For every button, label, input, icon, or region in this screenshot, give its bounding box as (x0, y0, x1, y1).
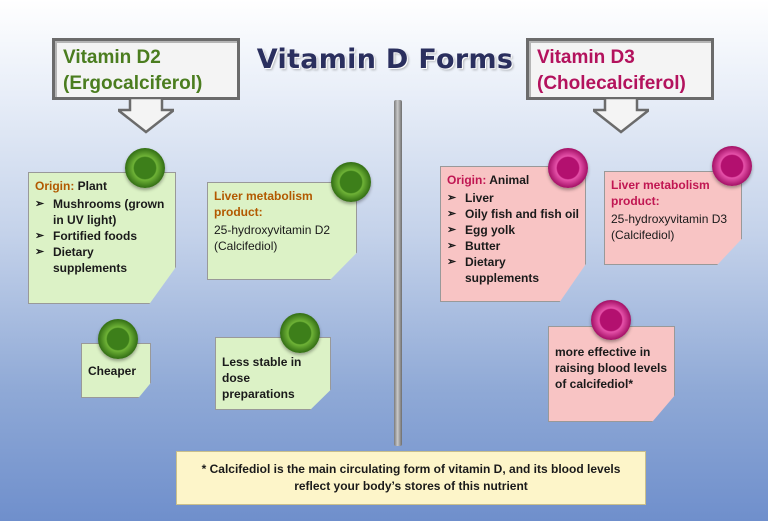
d3-origin-label: Origin: (447, 173, 487, 187)
vitamin-d3-chemical-name: (Cholecalciferol) (537, 73, 686, 94)
list-item: Oily fish and fish oil (447, 206, 579, 222)
d2-cheaper-text: Cheaper (88, 364, 137, 378)
list-item: Butter (447, 238, 579, 254)
d2-origin-value: Plant (77, 179, 108, 193)
d2-liver-label: Liver metabolism product: (214, 189, 313, 219)
d3-liver-note: Liver metabolism product: 25-hydroxyvita… (604, 171, 742, 265)
d2-origin-list: Mushrooms (grown in UV light) Fortified … (35, 196, 169, 276)
d3-effective-note: more effective in raising blood levels o… (548, 326, 675, 422)
vitamin-d2-label-box: Vitamin D2 (Ergocalciferol) (52, 38, 240, 100)
center-divider (394, 100, 402, 446)
green-pushpin-icon (280, 313, 320, 353)
green-pushpin-icon (98, 319, 138, 359)
d3-effective-text: more effective in raising blood levels o… (555, 345, 668, 391)
d2-down-arrow-icon (118, 98, 174, 134)
pink-pushpin-icon (591, 300, 631, 340)
list-item: Liver (447, 190, 579, 206)
d2-stability-text: Less stable in dose preparations (222, 355, 302, 401)
list-item: Mushrooms (grown in UV light) (35, 196, 169, 228)
d2-origin-label: Origin: (35, 179, 75, 193)
pink-pushpin-icon (548, 148, 588, 188)
d3-down-arrow-icon (593, 98, 649, 134)
green-pushpin-icon (125, 148, 165, 188)
list-item: Dietary supplements (35, 244, 169, 276)
pink-pushpin-icon (712, 146, 752, 186)
vitamin-d2-name: Vitamin D2 (63, 47, 161, 68)
d2-liver-note: Liver metabolism product: 25-hydroxyvita… (207, 182, 357, 280)
vitamin-d3-label-box: Vitamin D3 (Cholecalciferol) (526, 38, 714, 100)
calcifediol-footnote: * Calcifediol is the main circulating fo… (176, 451, 646, 505)
vitamin-d2-chemical-name: (Ergocalciferol) (63, 73, 203, 94)
d2-stability-note: Less stable in dose preparations (215, 337, 331, 410)
list-item: Fortified foods (35, 228, 169, 244)
green-pushpin-icon (331, 162, 371, 202)
list-item: Egg yolk (447, 222, 579, 238)
d2-origin-note: Origin: Plant Mushrooms (grown in UV lig… (28, 172, 176, 304)
d3-origin-list: Liver Oily fish and fish oil Egg yolk Bu… (447, 190, 579, 286)
vitamin-d3-name: Vitamin D3 (537, 47, 635, 68)
d3-liver-value: 25-hydroxyvitamin D3 (Calcifediol) (611, 212, 728, 242)
d3-origin-value: Animal (489, 173, 530, 187)
d3-liver-label: Liver metabolism product: (611, 178, 710, 208)
diagram-title: Vitamin D Forms (256, 44, 514, 75)
d2-liver-value: 25-hydroxyvitamin D2 (Calcifediol) (214, 223, 331, 253)
d3-origin-note: Origin: Animal Liver Oily fish and fish … (440, 166, 586, 302)
list-item: Dietary supplements (447, 254, 579, 286)
